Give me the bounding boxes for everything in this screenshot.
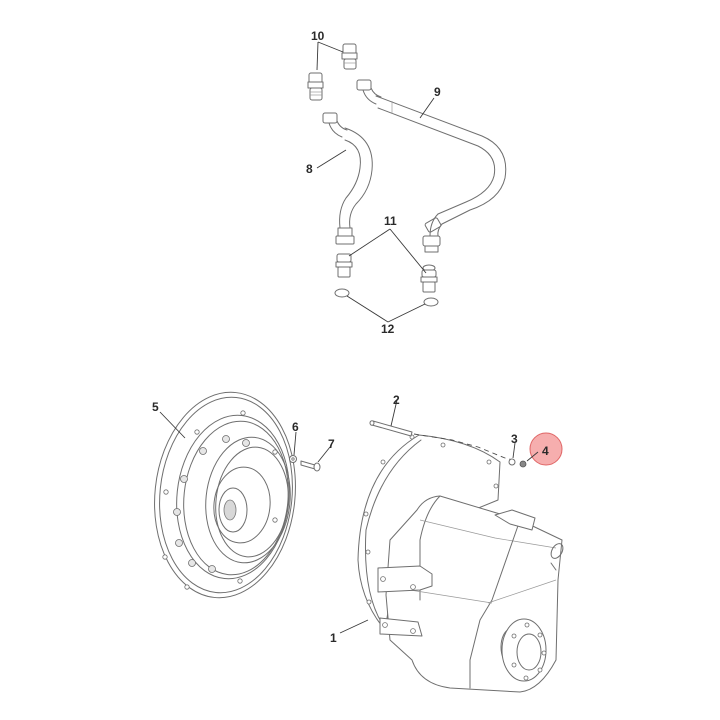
o-ring-12a[interactable] — [334, 288, 350, 298]
callout-6[interactable]: 6 — [292, 420, 299, 434]
hose-assembly: 10 9 8 11 12 — [306, 29, 507, 336]
hose-8[interactable] — [322, 112, 373, 245]
callout-8[interactable]: 8 — [306, 162, 313, 176]
washer-3[interactable]: 3 — [508, 432, 518, 466]
nut-4[interactable]: 4 — [519, 432, 563, 468]
callout-3[interactable]: 3 — [511, 432, 518, 446]
callout-1[interactable]: 1 — [330, 631, 337, 645]
dowel-pin-2[interactable]: 2 — [369, 393, 413, 437]
callout-9[interactable]: 9 — [434, 85, 441, 99]
assembly-dashed-line — [413, 433, 514, 461]
o-ring-12b[interactable] — [423, 297, 439, 307]
fitting-11b[interactable] — [420, 264, 438, 293]
fitting-11a[interactable] — [335, 253, 353, 278]
fitting-10b[interactable] — [341, 43, 358, 70]
washer-6[interactable]: 6 — [289, 420, 300, 463]
callout-10[interactable]: 10 — [311, 29, 325, 43]
drive-plate-5[interactable]: 5 — [145, 385, 306, 605]
callout-5[interactable]: 5 — [152, 400, 159, 414]
callout-12[interactable]: 12 — [381, 322, 395, 336]
bolt-7[interactable]: 7 — [300, 437, 335, 472]
fitting-10a[interactable] — [307, 72, 324, 101]
callout-4[interactable]: 4 — [542, 444, 549, 458]
callout-7[interactable]: 7 — [328, 437, 335, 451]
callout-2[interactable]: 2 — [393, 393, 400, 407]
hose-9[interactable] — [356, 79, 507, 253]
callout-11[interactable]: 11 — [384, 214, 397, 228]
housing-1[interactable]: 1 — [330, 434, 565, 693]
